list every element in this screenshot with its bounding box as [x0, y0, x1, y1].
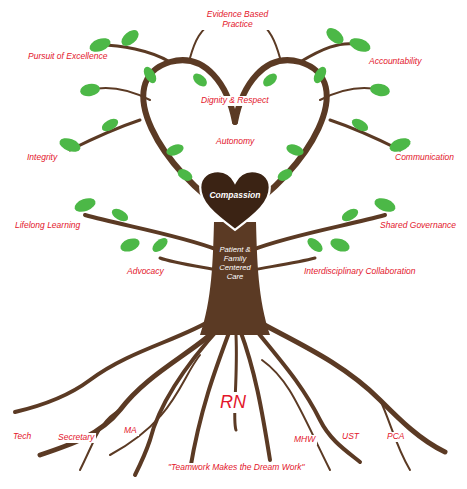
value-label: Advocacy — [125, 267, 166, 277]
role-label: Secretary — [56, 433, 96, 443]
heart-outline — [198, 169, 272, 232]
value-label: Communication — [393, 153, 456, 163]
role-label: PCA — [385, 432, 406, 442]
role-label: RN — [218, 392, 248, 413]
role-label: MHW — [292, 435, 317, 445]
trunk-label: Patient & Family Centered Care — [213, 246, 257, 281]
value-label: Evidence Based Practice — [198, 10, 277, 30]
value-label: Autonomy — [214, 137, 256, 147]
heart-text: Compassion — [198, 190, 272, 200]
value-label: Integrity — [25, 153, 59, 163]
role-label: MA — [122, 426, 139, 436]
motto-label: "Teamwork Makes the Dream Work" — [166, 463, 307, 473]
value-label: Interdisciplinary Collaboration — [302, 267, 418, 277]
role-label: UST — [340, 432, 361, 442]
value-label: Pursuit of Excellence — [26, 52, 109, 62]
role-label: Tech — [11, 432, 33, 442]
heart-text-box: Compassion — [198, 190, 272, 200]
value-label: Dignity & Respect — [199, 96, 271, 106]
value-label: Shared Governance — [378, 221, 458, 231]
heart-shape: Compassion — [198, 169, 272, 232]
value-label: Accountability — [367, 57, 423, 67]
value-label: Lifelong Learning — [13, 221, 82, 231]
